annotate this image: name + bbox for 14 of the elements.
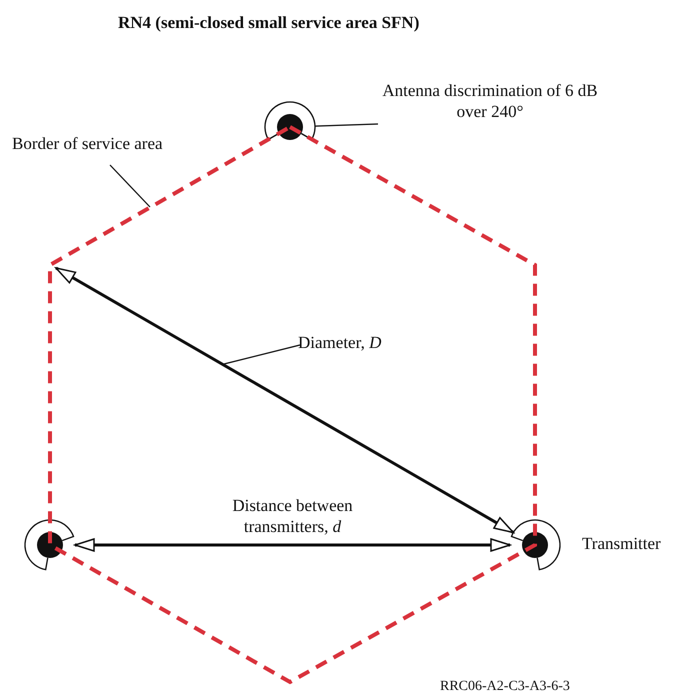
transmitter-symbol bbox=[23, 518, 77, 572]
transmitter-label: Transmitter bbox=[582, 533, 661, 554]
transmitter-symbol bbox=[508, 518, 562, 572]
figure-code: RRC06-A2-C3-A3-6-3 bbox=[440, 678, 570, 696]
callout-text: Antenna discrimination of 6 dB over 240° bbox=[381, 80, 599, 122]
edge-label: Distance between transmitters, d bbox=[231, 495, 354, 537]
callout-text: Border of service area bbox=[12, 133, 164, 154]
double-arrow bbox=[55, 266, 514, 534]
leader-line bbox=[314, 123, 378, 127]
leader-line bbox=[110, 164, 150, 208]
leader-line bbox=[224, 344, 300, 365]
callout-text: Diameter, D bbox=[298, 332, 382, 353]
title: RN4 (semi-closed small service area SFN) bbox=[118, 12, 420, 33]
double-arrow bbox=[74, 538, 511, 552]
